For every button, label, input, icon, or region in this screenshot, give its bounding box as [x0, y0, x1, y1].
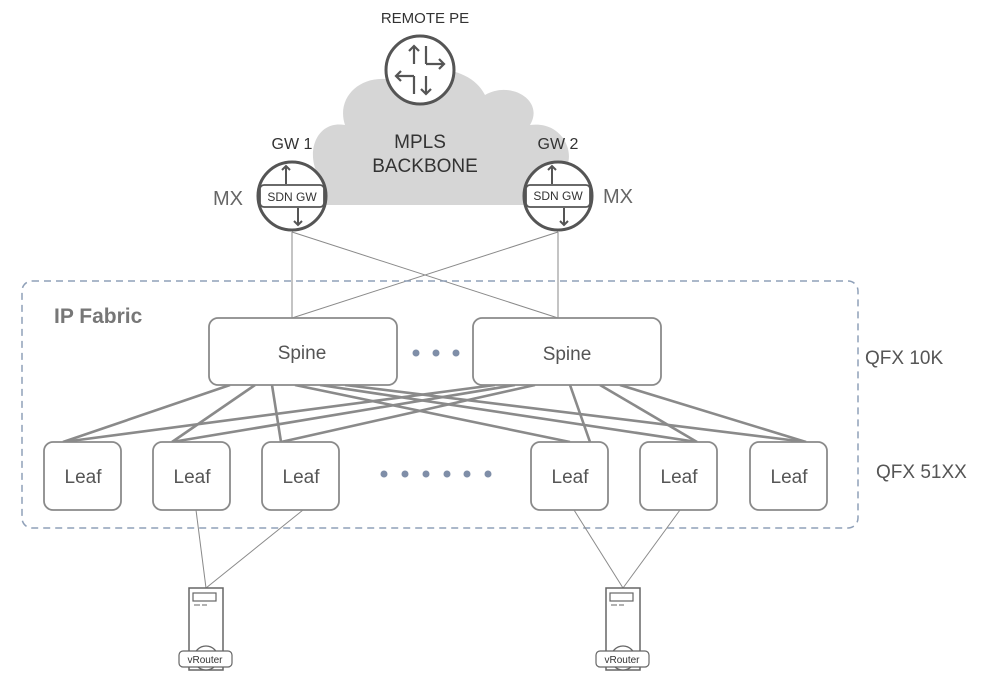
leaf-label: Leaf — [552, 467, 590, 488]
gw2-router-icon — [522, 160, 594, 232]
cloud-label-mpls: MPLS — [394, 132, 446, 153]
leaf-label: Leaf — [65, 467, 103, 488]
spine-label: Spine — [543, 344, 592, 365]
server-icon — [178, 587, 233, 671]
gw1-router-icon — [256, 160, 328, 232]
leaf-label: Leaf — [283, 467, 321, 488]
leaf-node: Leaf — [530, 441, 609, 511]
spine-leaf-links — [62, 383, 807, 444]
leaf-platform-label: QFX 51XX — [876, 462, 967, 483]
gw2-platform-label: MX — [603, 186, 633, 208]
spine-ellipsis — [412, 349, 460, 357]
remote-pe-label: REMOTE PE — [381, 10, 469, 27]
leaf-label: Leaf — [661, 467, 699, 488]
mpls-cloud — [300, 69, 569, 205]
leaf-label: Leaf — [771, 467, 809, 488]
gw1-label: GW 1 — [272, 136, 313, 153]
cloud-label-backbone: BACKBONE — [372, 156, 478, 177]
leaf-node: Leaf — [43, 441, 122, 511]
spine-node: Spine — [472, 317, 662, 386]
ip-fabric-container — [21, 280, 859, 529]
leaf-node: Leaf — [152, 441, 231, 511]
leaf-node: Leaf — [261, 441, 340, 511]
gw2-label: GW 2 — [538, 136, 579, 153]
ip-fabric-title: IP Fabric — [54, 305, 143, 328]
remote-pe-router-icon — [384, 34, 456, 106]
spine-label: Spine — [278, 343, 327, 364]
gateway-spine-links — [291, 231, 559, 319]
leaf-ellipsis — [380, 470, 492, 478]
gw1-platform-label: MX — [213, 188, 243, 210]
spine-node: Spine — [208, 317, 398, 386]
leaf-node: Leaf — [639, 441, 718, 511]
leaf-node: Leaf — [749, 441, 828, 511]
leaf-label: Leaf — [174, 467, 212, 488]
gw1-badge: SDN GW — [267, 190, 317, 204]
spine-platform-label: QFX 10K — [865, 348, 943, 369]
leaf-server-links — [195, 509, 681, 589]
vrouter-label: vRouter — [604, 655, 640, 666]
gw2-badge: SDN GW — [533, 189, 583, 203]
server-icon — [595, 587, 650, 671]
vrouter-label: vRouter — [187, 655, 223, 666]
